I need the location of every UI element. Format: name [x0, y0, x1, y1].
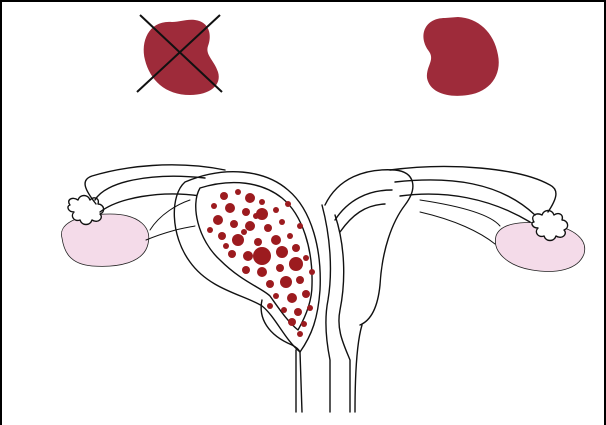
cyst: [271, 235, 281, 245]
cyst: [223, 243, 229, 249]
cyst: [220, 192, 228, 200]
cyst: [294, 308, 302, 316]
cyst: [232, 234, 244, 246]
left-kidney: [137, 15, 222, 95]
cyst: [259, 199, 265, 205]
cyst: [267, 303, 273, 309]
cyst: [273, 293, 279, 299]
cyst: [287, 293, 297, 303]
cyst: [289, 257, 303, 271]
cyst: [285, 201, 291, 207]
cyst: [213, 215, 223, 225]
cyst: [279, 219, 285, 225]
cyst: [307, 305, 313, 311]
cyst: [243, 251, 253, 261]
cyst: [302, 290, 310, 298]
left-uterine-horn: [174, 172, 320, 352]
cyst: [296, 276, 304, 284]
cyst: [242, 208, 250, 216]
cyst: [276, 246, 288, 258]
cyst: [266, 280, 274, 288]
right-kidney: [423, 17, 498, 96]
right-kidney-shape: [423, 17, 498, 96]
cyst: [281, 307, 287, 313]
cyst: [218, 232, 226, 240]
cyst: [241, 229, 247, 235]
cyst: [225, 203, 235, 213]
cyst: [207, 227, 213, 233]
cyst: [235, 189, 241, 195]
cyst: [264, 224, 272, 232]
cyst: [292, 244, 300, 252]
cyst: [253, 247, 271, 265]
cyst: [257, 267, 267, 277]
cyst: [287, 233, 293, 239]
left-ovary: [61, 214, 148, 266]
cyst: [301, 321, 307, 327]
cyst: [245, 193, 255, 203]
cyst: [309, 269, 315, 275]
cyst: [303, 255, 309, 261]
cyst: [297, 223, 303, 229]
cyst: [245, 221, 255, 231]
cyst: [280, 276, 292, 288]
cyst: [230, 220, 238, 228]
cyst: [273, 207, 279, 213]
cyst: [211, 203, 217, 209]
cyst: [254, 238, 262, 246]
cyst: [276, 264, 284, 272]
right-uterine-horn: [325, 170, 413, 325]
cyst: [288, 318, 296, 326]
cyst: [242, 266, 250, 274]
left-kidney-shape: [144, 20, 219, 95]
cyst: [228, 250, 236, 258]
cyst: [297, 331, 303, 337]
cyst: [253, 213, 259, 219]
